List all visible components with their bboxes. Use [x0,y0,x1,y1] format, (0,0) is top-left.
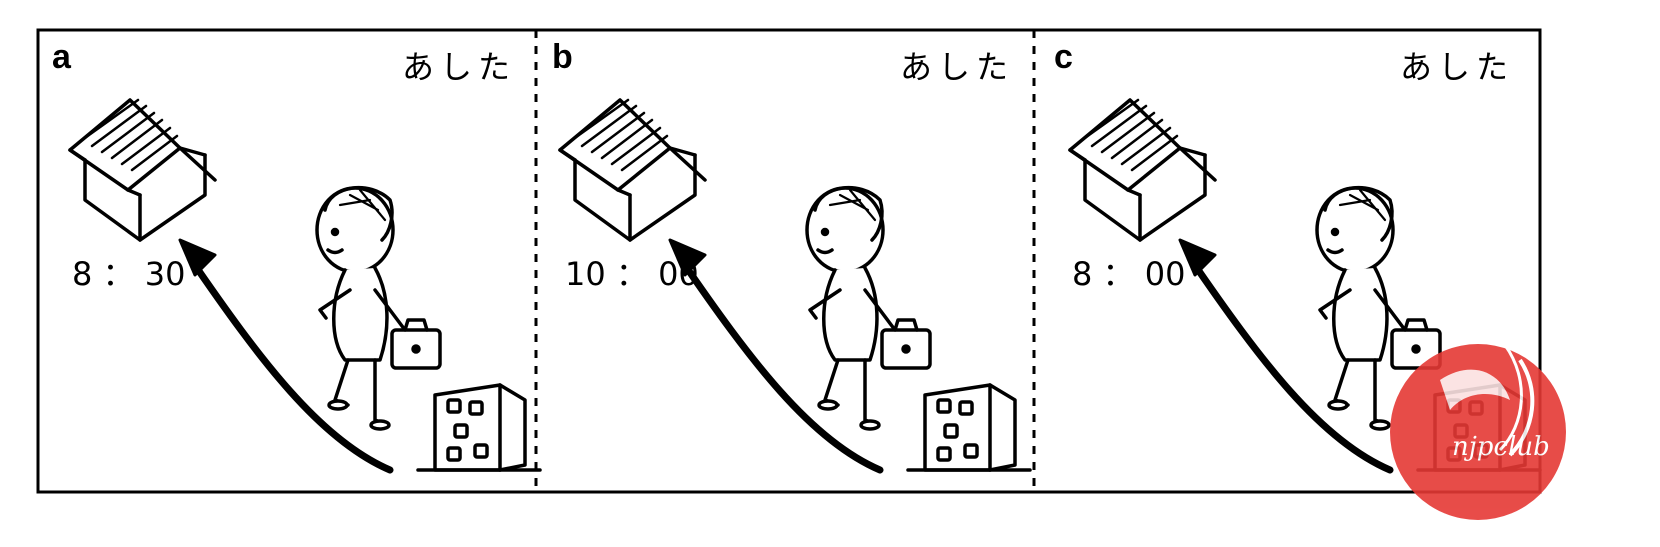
panel-b: b あした 10 ： 00 [552,38,1030,470]
panel-a: a あした 8 ： 30 [52,38,540,470]
day-label: あした [1400,48,1514,86]
time-label: 10 ： 00 [565,255,699,293]
time-label: 8 ： 00 [1072,255,1185,293]
time-label: 8 ： 30 [72,255,185,293]
outer-frame [36,28,1542,494]
panel-c: c あした 8 ： 00 [1054,38,1540,470]
day-label: あした [402,48,516,86]
watermark-text: njpclub [1452,432,1550,462]
panel-letter: b [552,38,573,76]
panel-letter: a [52,38,72,76]
panel-letter: c [1054,38,1073,76]
watermark-logo: njpclub [1390,344,1566,520]
day-label: あした [900,48,1014,86]
